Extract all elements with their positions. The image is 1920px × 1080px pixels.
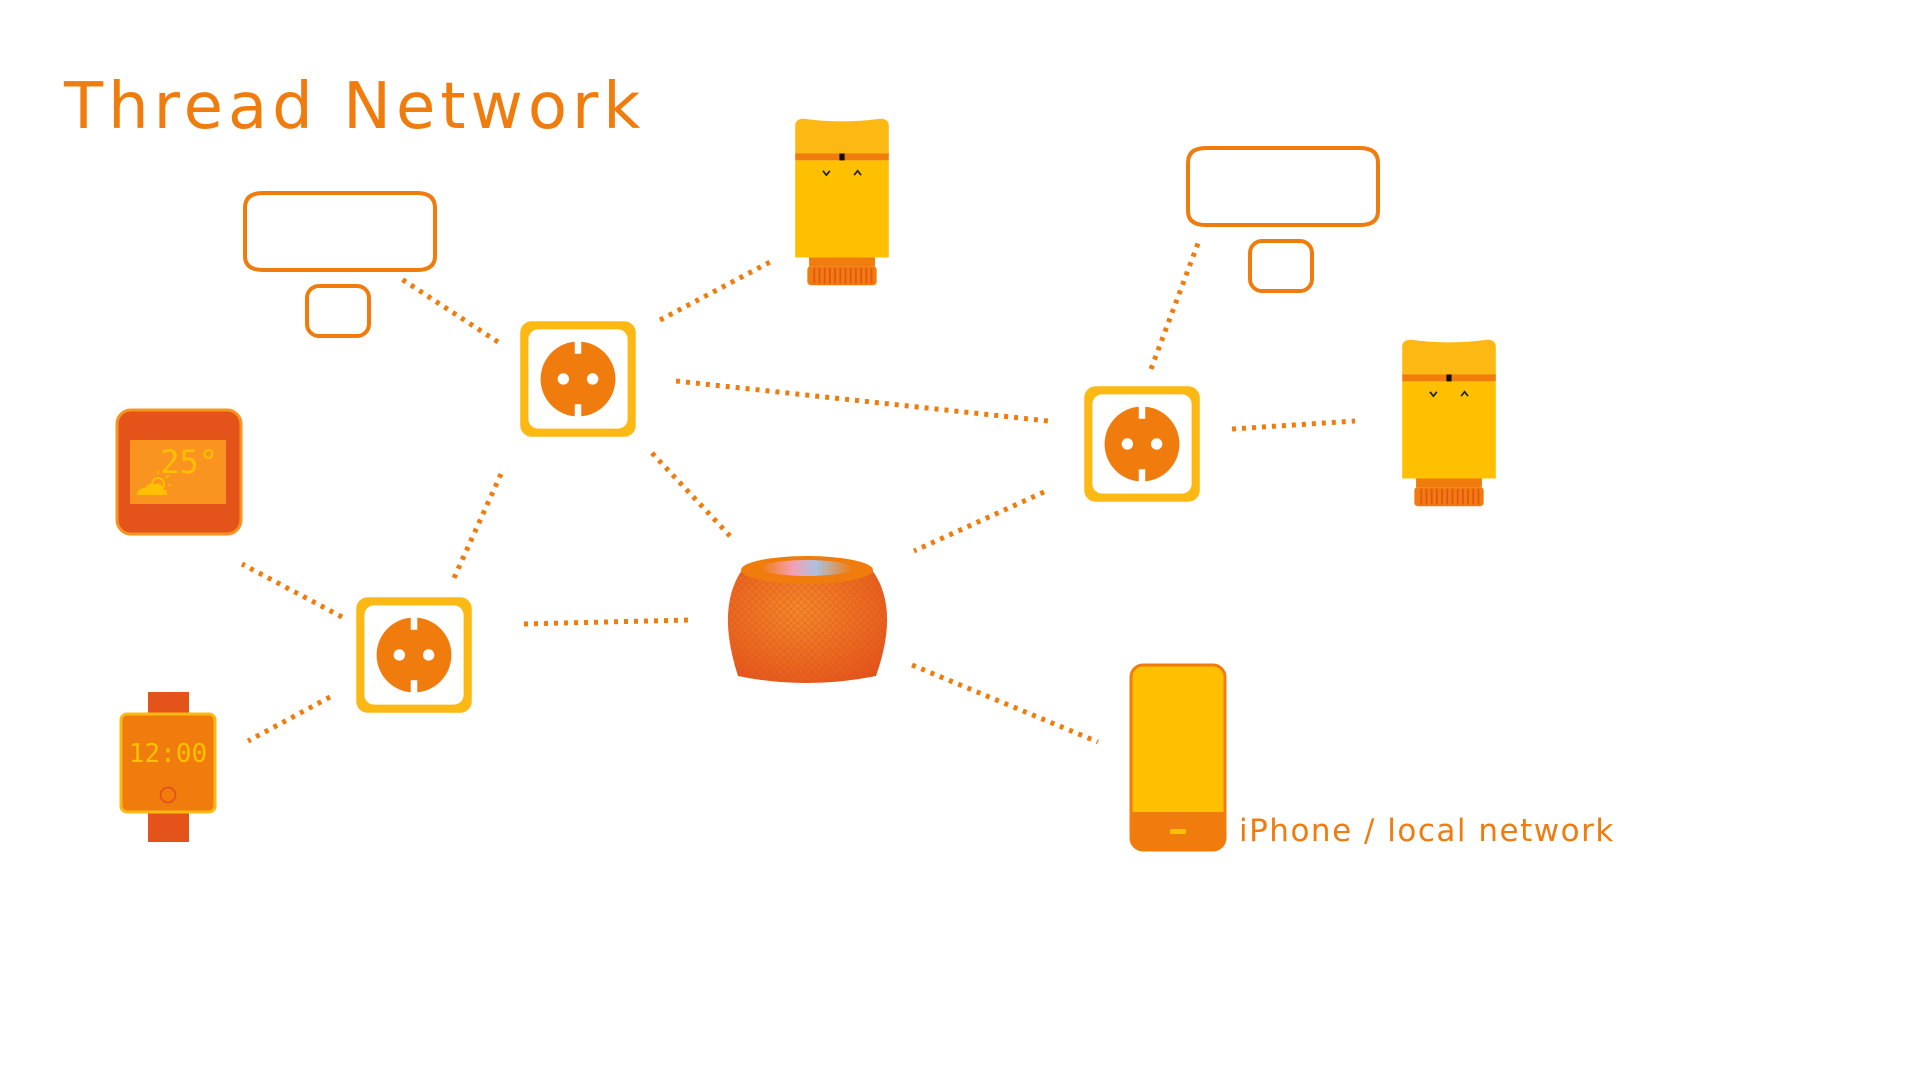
thermostat-temperature: 25°	[160, 443, 218, 481]
page-title: Thread Network	[63, 70, 645, 144]
sensor-right-icon	[1186, 146, 1380, 293]
router-upper-plug-icon	[520, 321, 636, 437]
link-border-router-phone	[911, 662, 1099, 745]
link-router-lower-border-router	[523, 617, 689, 627]
phone-label: iPhone / local network	[1239, 813, 1615, 849]
link-router-right-border-router	[912, 489, 1046, 554]
valve-top-icon	[794, 117, 890, 287]
link-router-upper-border-router	[650, 451, 732, 538]
link-router-right-sensor-right	[1148, 237, 1203, 370]
thermostat-device: 25°	[115, 408, 243, 536]
valve-right-icon	[1401, 338, 1497, 508]
link-router-upper-router-lower	[451, 472, 504, 580]
link-router-upper-sensor-left	[398, 275, 500, 345]
link-router-upper-router-right	[675, 378, 1049, 424]
link-router-right-valve-right	[1231, 418, 1356, 432]
border-router-speaker-icon	[727, 556, 888, 683]
sun-cloud-icon	[137, 471, 171, 495]
link-router-upper-valve-top	[658, 259, 772, 323]
router-lower-plug-icon	[356, 597, 472, 713]
phone-device	[1129, 663, 1227, 852]
link-router-lower-watch	[246, 694, 332, 744]
watch-time: 12:00	[129, 739, 207, 769]
sensor-left-icon	[243, 191, 437, 338]
link-router-lower-thermostat	[240, 561, 344, 620]
router-right-plug-icon	[1084, 386, 1200, 502]
mesh-links	[240, 237, 1356, 745]
watch-device: 12:00	[119, 692, 217, 842]
